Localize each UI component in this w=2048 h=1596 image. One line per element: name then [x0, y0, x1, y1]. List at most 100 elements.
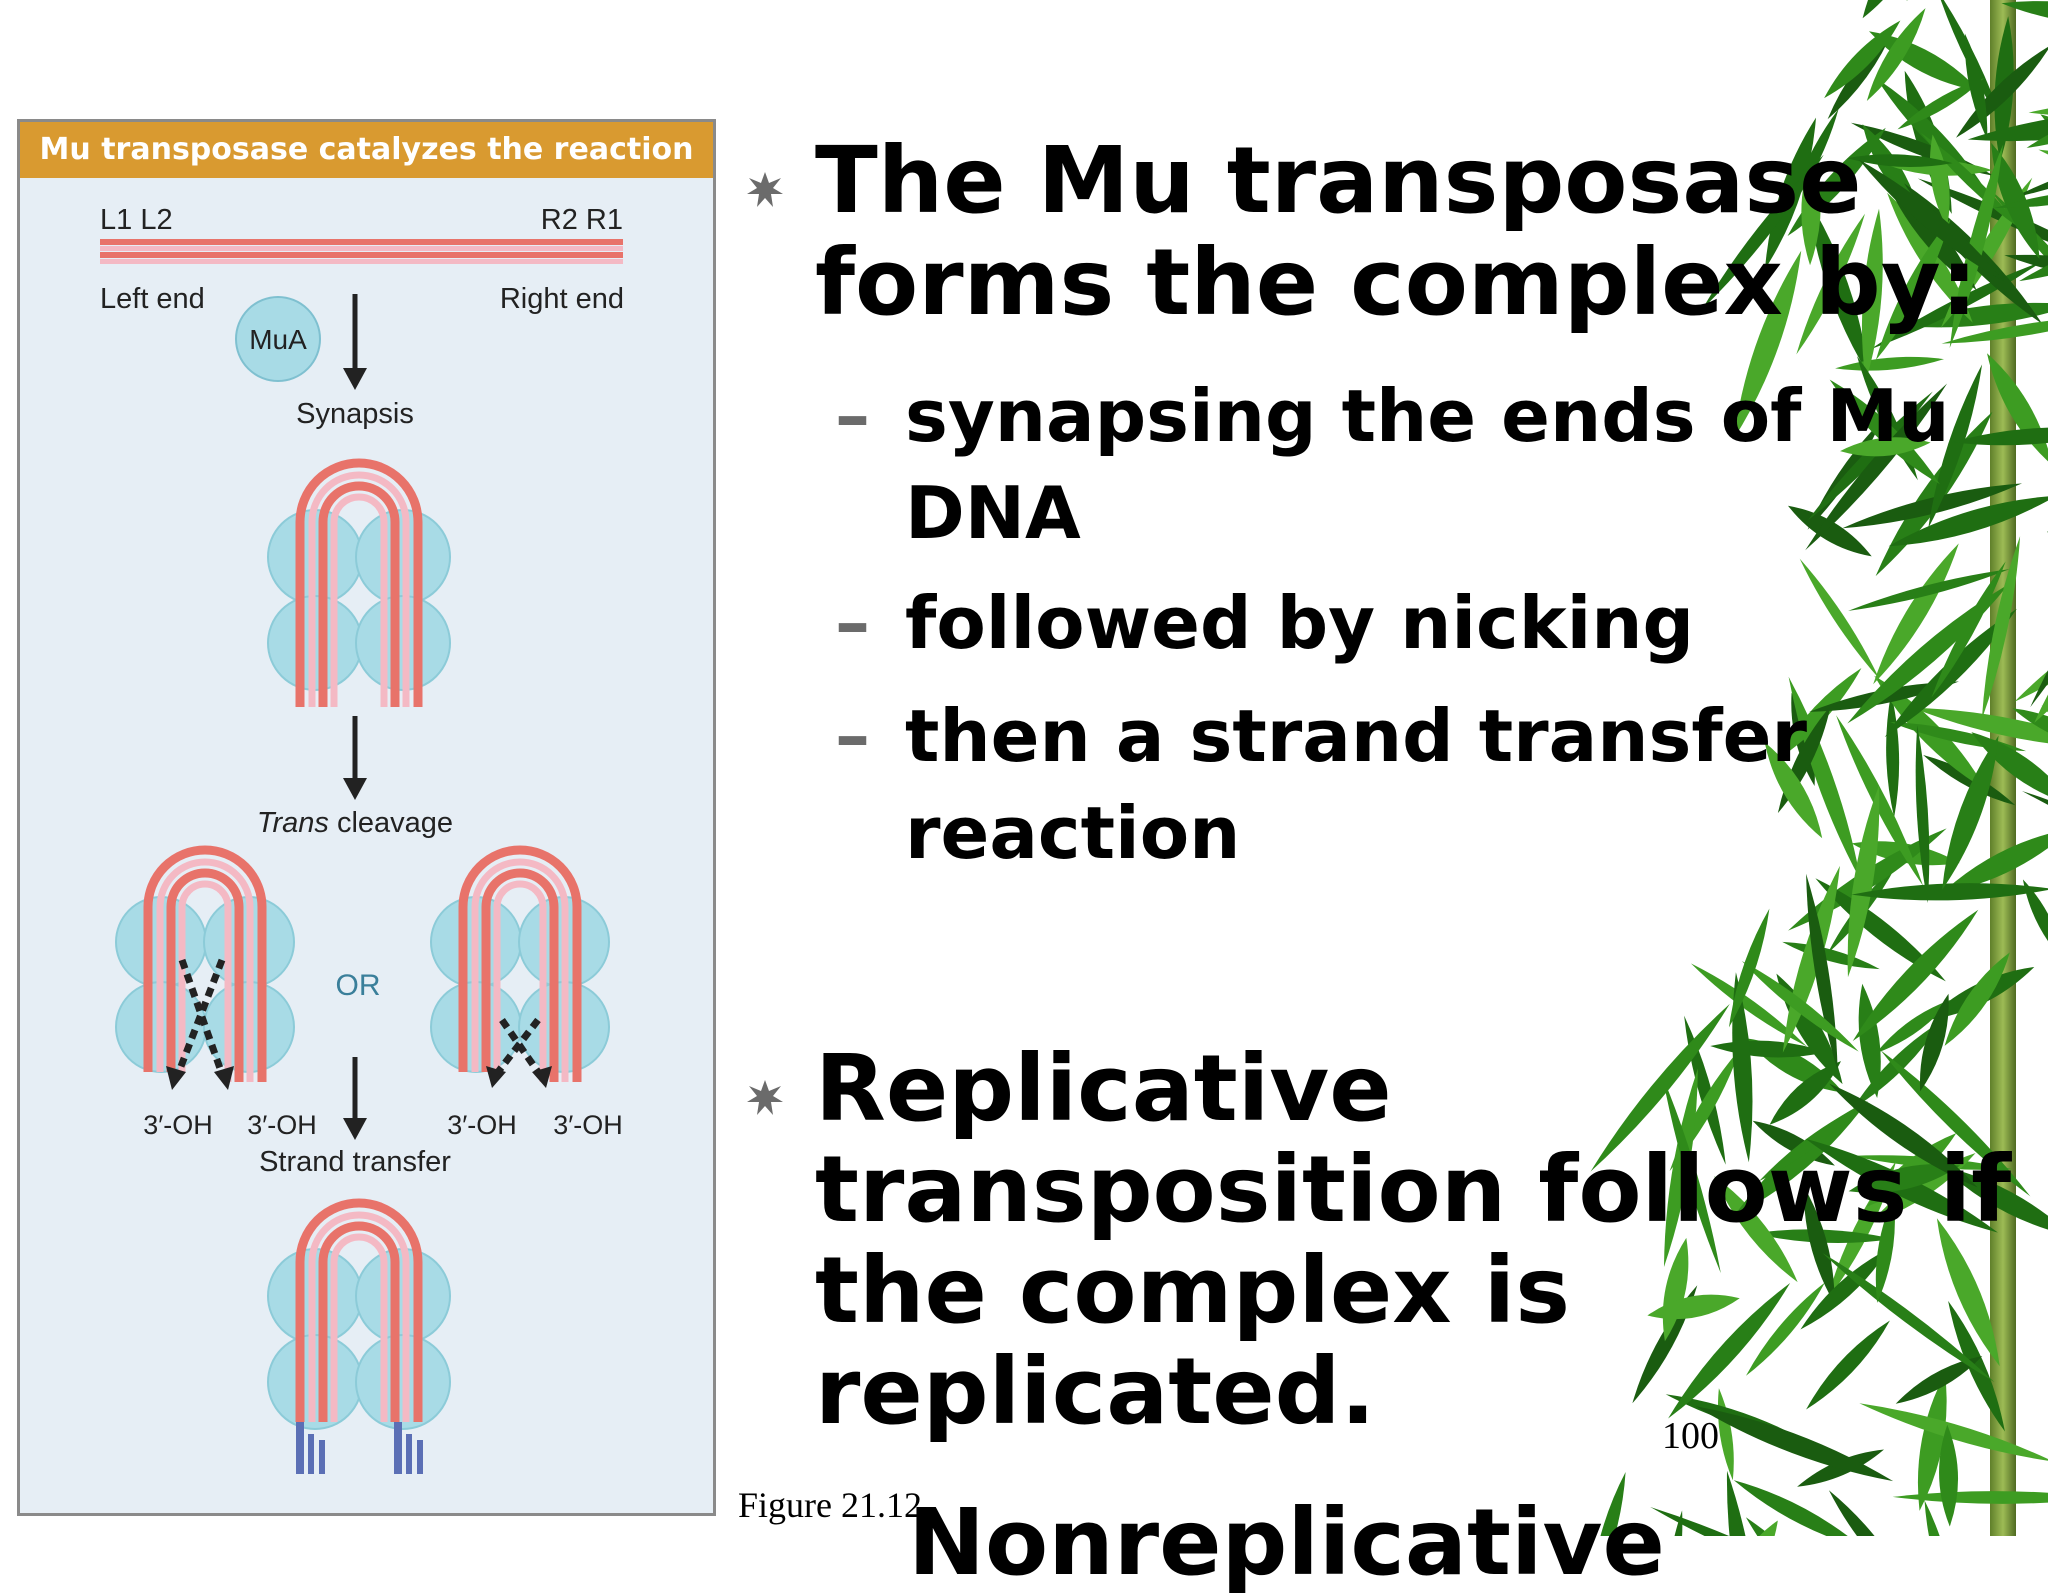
bamboo-leaf — [1746, 1282, 1825, 1376]
bamboo-leaf — [1647, 1294, 1740, 1320]
mua-protein — [235, 296, 321, 382]
bamboo-leaf — [1590, 1003, 1730, 1172]
bamboo-leaf — [1929, 134, 1950, 228]
bamboo-leaf — [1805, 383, 1948, 551]
bamboo-leaf — [1840, 437, 1931, 457]
bamboo-leaf — [1862, 0, 1933, 19]
strand-transfer-complex — [267, 1198, 451, 1474]
bamboo-leaf — [1936, 1218, 2000, 1367]
linear-mu-dna — [100, 239, 623, 264]
bullet-1-line-2: forms the complex by: — [815, 229, 1978, 336]
bamboo-leaf — [1884, 608, 2017, 738]
bamboo-leaves — [1590, 0, 2048, 1536]
bamboo-leaf — [1726, 1470, 1760, 1536]
bamboo-leaf — [1888, 495, 2048, 547]
bamboo-leaf — [1917, 1373, 1947, 1511]
bamboo-leaf — [1668, 1282, 1791, 1419]
label-trans-cleavage: Trans cleavage — [257, 807, 453, 839]
sub-bullet-1-line-2: DNA — [905, 471, 1081, 555]
bamboo-leaf — [1858, 983, 1881, 1098]
bamboo-leaf — [1741, 961, 1859, 1052]
host-dna-ends — [296, 1422, 423, 1474]
cleavage-complex-right — [430, 845, 610, 1088]
arrow-synapsis — [343, 294, 367, 390]
bamboo-leaf — [1859, 159, 2005, 282]
bamboo-leaf — [1732, 972, 1753, 1163]
label-right-end: Right end — [500, 283, 624, 315]
bamboo-leaf — [1775, 667, 1862, 761]
label-3oh-4: 3′-OH — [553, 1110, 623, 1140]
sub-bullet-3-line-2: reaction — [905, 791, 1241, 875]
bamboo-leaf — [1971, 732, 2048, 806]
bamboo-leaf — [1769, 1061, 1841, 1125]
label-cleavage: cleavage — [329, 807, 453, 839]
bamboo-leaf — [1981, 536, 2021, 720]
bamboo-leaf — [1663, 1068, 1698, 1267]
bamboo-leaf — [1806, 1320, 1890, 1410]
page-number: 100 — [1662, 1415, 1719, 1457]
label-r2-r1: R2 R1 — [541, 204, 623, 236]
bamboo-leaf — [1803, 1186, 1835, 1304]
label-synapsis: Synapsis — [296, 398, 414, 430]
bamboo-leaf — [1788, 108, 1839, 211]
bamboo-leaf — [1873, 543, 1959, 685]
bamboo-leaf — [1964, 33, 1988, 140]
bamboo-leaf — [1875, 999, 1951, 1054]
sub-bullet-2-line-1: followed by nicking — [905, 581, 1695, 665]
bamboo-leaf — [1829, 1083, 1978, 1188]
bamboo-leaf — [1920, 132, 2022, 230]
bamboo-leaf — [1852, 909, 1979, 1042]
bamboo-leaf — [1915, 725, 1930, 904]
label-left-end: Left end — [100, 283, 205, 315]
bamboo-leaf — [1796, 213, 1865, 355]
bamboo-leaf — [1880, 1050, 2031, 1197]
bamboo-leaf — [1941, 828, 2048, 894]
bamboo-leaf — [2004, 254, 2048, 282]
bullet-2-line-4: replicated. — [815, 1338, 1376, 1445]
bamboo-leaf — [1847, 154, 1953, 167]
bamboo-leaf — [1923, 755, 2016, 806]
bamboo-leaf — [1788, 505, 1872, 557]
bamboo-leaf — [1650, 1507, 1831, 1536]
bamboo-leaf — [1994, 188, 2048, 209]
bamboo-leaf — [1949, 144, 2003, 348]
bamboo-leaf — [1590, 1472, 1626, 1536]
bamboo-leaf — [1928, 364, 1983, 529]
bamboo-leaf — [1895, 1356, 1983, 1404]
bamboo-leaf — [1851, 883, 2048, 901]
bamboo-leaf — [1848, 1163, 1961, 1193]
bamboo-leaf — [1866, 8, 1926, 101]
bamboo-leaf — [2022, 879, 2048, 962]
bamboo-leaf — [1807, 198, 1869, 376]
bamboo-leaf — [1939, 1424, 1959, 1527]
cut-off-bullet-text: Nonreplicative — [908, 1489, 1665, 1596]
label-3oh-1: 3′-OH — [143, 1110, 213, 1140]
figure-caption: Figure 21.12 — [738, 1485, 922, 1525]
figure-header: Mu transposase catalyzes the reaction — [20, 122, 713, 178]
bamboo-leaf — [1714, 1176, 1798, 1283]
bamboo-leaf — [2040, 114, 2048, 183]
bamboo-leaf — [1733, 250, 1802, 439]
bullet-2-line-1: Replicative — [815, 1035, 1392, 1142]
bullet-2-line-3: the complex is — [815, 1237, 1570, 1344]
label-or: OR — [336, 969, 381, 1002]
bamboo-leaf — [1764, 742, 1823, 839]
bamboo-leaf — [1941, 316, 2048, 344]
bamboo-leaf — [1836, 715, 1924, 886]
bamboo-leaf — [1942, 735, 1999, 890]
bamboo-leaf — [1875, 411, 1993, 577]
bamboo-leaf — [1829, 379, 1940, 485]
sub-bullet-3-line-1: then a strand transfer — [905, 694, 1808, 778]
bamboo-leaf — [1952, 427, 2048, 446]
bamboo-leaf — [1822, 1253, 1995, 1383]
bamboo-leaf — [1662, 1076, 1721, 1274]
dash-bullet: – — [835, 375, 870, 457]
mu-transposition-diagram: L1 L2 R2 R1 Left end Right end MuA Synap… — [100, 204, 624, 1474]
bamboo-leaf — [1862, 124, 1920, 216]
bamboo-leaf — [1695, 1406, 1894, 1482]
bamboo-leaf — [1690, 963, 1807, 1047]
dash-bullet: – — [835, 582, 870, 664]
bamboo-leaf — [2046, 531, 2048, 677]
bamboo-leaf — [1733, 1480, 1864, 1536]
label-strand-transfer: Strand transfer — [259, 1146, 451, 1178]
